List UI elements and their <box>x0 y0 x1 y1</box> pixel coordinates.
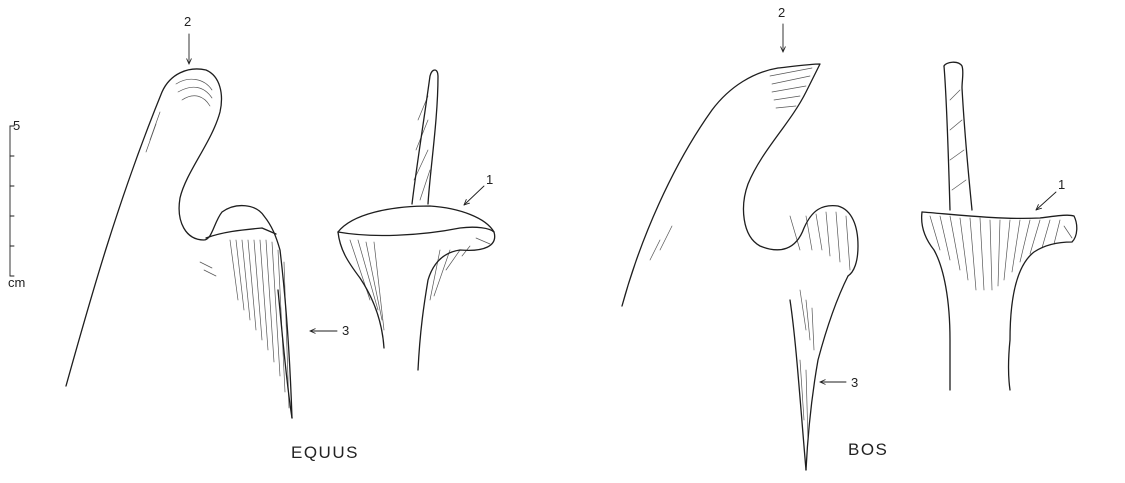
bos-anterior-view <box>922 62 1077 390</box>
equus-callout-1-arrow <box>464 186 484 205</box>
equus-callout-3-number: 3 <box>342 324 349 337</box>
bos-callout-1-arrow <box>1036 192 1056 210</box>
scale-bar-top-label: 5 <box>13 119 20 132</box>
equus-anterior-view <box>338 70 495 370</box>
bos-lateral-view <box>622 64 858 470</box>
bos-callout-1-number: 1 <box>1058 178 1065 191</box>
equus-lateral-view <box>66 69 292 418</box>
equus-caption: EQUUS <box>291 444 359 461</box>
bos-callout-3-number: 3 <box>851 376 858 389</box>
equus-callout-1-number: 1 <box>486 173 493 186</box>
scale-bar <box>10 126 14 276</box>
equus-callout-2-number: 2 <box>184 15 191 28</box>
bos-callout-2-number: 2 <box>778 6 785 19</box>
bos-caption: BOS <box>848 441 888 458</box>
scale-bar-unit-label: cm <box>8 276 25 289</box>
